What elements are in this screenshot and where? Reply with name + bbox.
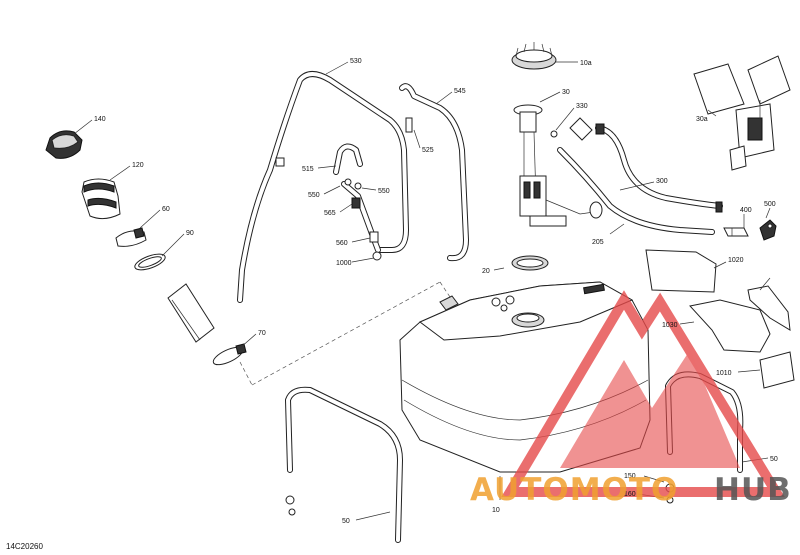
- fuel-line-205-part: [595, 123, 723, 213]
- callout-300: 330: [576, 103, 588, 110]
- callout-560: 565: [324, 210, 336, 217]
- watermark-brand: AUTOMOTO HUB: [470, 472, 792, 508]
- callout-1020: 1030: [662, 322, 678, 329]
- callout-30: 30: [562, 89, 570, 96]
- callout-120: 50: [770, 456, 778, 463]
- foam-pad-1000-part: [759, 351, 795, 389]
- quick-connector-400-part: [759, 219, 777, 241]
- foam-pad-1010-part: [645, 249, 717, 293]
- connector-330-part: [723, 227, 749, 237]
- callout-10a: 10a: [580, 60, 592, 67]
- callout-550-lower: 560: [336, 240, 348, 247]
- filler-hose-part: [167, 283, 215, 343]
- watermark-triangle-logo: [501, 290, 785, 497]
- callout-330: 400: [740, 207, 752, 214]
- fuel-line-200-part: [557, 147, 715, 235]
- check-valve-assembly-part: [341, 178, 382, 261]
- hose-clamp-upper-part: [115, 227, 147, 247]
- watermark-text-secondary: HUB: [714, 472, 792, 508]
- callout-205: 300: [656, 178, 668, 185]
- callout-400: 500: [764, 201, 776, 208]
- callout-550-upper: 550: [308, 192, 320, 199]
- callout-500: 515: [302, 166, 314, 173]
- callout-565: 1000: [336, 260, 352, 267]
- callout-70: 120: [132, 162, 144, 169]
- figure-code: 14C20260: [6, 542, 43, 551]
- callout-50-lower: 70: [258, 330, 266, 337]
- vent-hose-500-part: [333, 143, 363, 175]
- filler-neck-part: [81, 178, 121, 220]
- callout-530: 545: [454, 88, 466, 95]
- foam-pad-1020-part: [689, 299, 771, 353]
- callout-515: 525: [422, 147, 434, 154]
- callout-labels: 140 120 60 90 70 530 545 525 515 550 550…: [94, 58, 778, 525]
- vent-hose-525-part: [237, 71, 409, 303]
- callout-50-upper: 60: [162, 206, 170, 213]
- clamp-ring-part: [134, 253, 166, 271]
- callout-1000: 1010: [716, 370, 732, 377]
- fuel-pump-module-part: [513, 104, 603, 227]
- fuel-cap-part: [45, 130, 83, 159]
- callout-525: 530: [350, 58, 362, 65]
- pump-lock-ring-part: [511, 42, 557, 70]
- callout-10: 10: [492, 507, 500, 514]
- foam-pad-1030-part: [747, 285, 791, 331]
- vent-hose-530-part: [399, 83, 469, 262]
- hose-clamp-lower-part: [212, 343, 247, 366]
- callout-30a: 30a: [696, 116, 708, 123]
- callout-60: 90: [186, 230, 194, 237]
- tank-strap-left-part: [285, 386, 403, 543]
- callout-160: 160: [624, 491, 636, 498]
- callout-20: 20: [482, 268, 490, 275]
- callout-200: 205: [592, 239, 604, 246]
- leader-lines: [73, 61, 771, 521]
- watermark-text-primary: AUTOMOTO: [470, 472, 678, 508]
- callout-545: 550: [378, 188, 390, 195]
- fitting-300-part: [550, 117, 593, 141]
- pump-subassembly-part: [693, 55, 791, 171]
- pump-gasket-part: [511, 255, 549, 271]
- callout-90: 140: [94, 116, 106, 123]
- callout-140: 50: [342, 518, 350, 525]
- callout-1010: 1020: [728, 257, 744, 264]
- callout-150: 150: [624, 473, 636, 480]
